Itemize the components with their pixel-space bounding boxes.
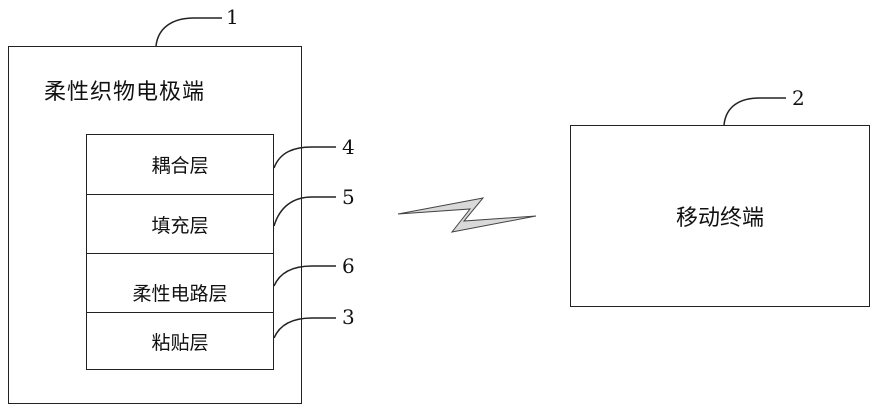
ref-number-2: 2 [792, 86, 805, 110]
leader-line-1 [156, 18, 222, 46]
ref-number-4: 4 [342, 135, 355, 159]
leader-line-4 [274, 147, 336, 168]
wireless-bolt-icon [398, 198, 536, 232]
leader-line-2 [724, 98, 786, 125]
leader-line-3 [274, 318, 336, 338]
leader-line-5 [274, 197, 336, 226]
leader-line-6 [274, 266, 336, 286]
ref-number-1: 1 [226, 5, 239, 29]
ref-number-6: 6 [342, 254, 355, 278]
ref-number-5: 5 [342, 185, 355, 209]
ref-number-3: 3 [342, 305, 355, 329]
